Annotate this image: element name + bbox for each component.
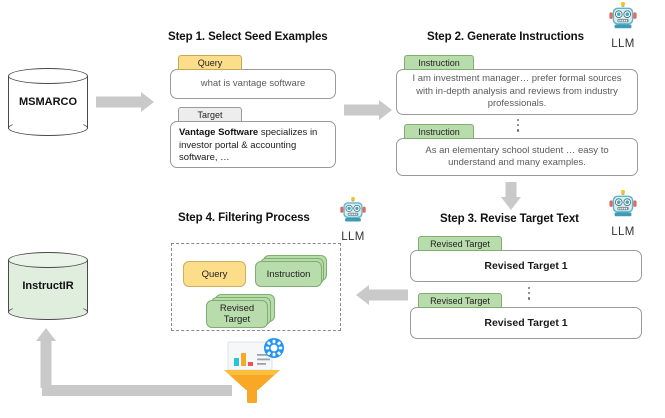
llm-badge-step3: LLM: [600, 189, 646, 238]
cylinder-top: [8, 252, 88, 268]
step1-target-tab: Target: [178, 107, 242, 122]
arrow-filter-to-instructir-head: [33, 328, 59, 388]
step4-card-instruction-stack[interactable]: Instruction: [255, 255, 331, 289]
llm-label-step3: LLM: [611, 226, 635, 238]
arrow-step3-to-step4: [356, 285, 408, 305]
funnel-filter-icon: [216, 338, 288, 404]
llm-badge-step4: LLM: [330, 196, 376, 243]
step1-target-rest: specializes in investor portal & account…: [179, 127, 318, 163]
step1-title: Step 1. Select Seed Examples: [168, 31, 328, 43]
step4-card-query[interactable]: Query: [183, 261, 246, 287]
step1-target-body: Vantage Software specializes in investor…: [170, 121, 336, 168]
step1-query-tab: Query: [178, 55, 242, 70]
step1-query-body: what is vantage software: [170, 69, 336, 99]
arrow-msmarco-to-step1: [96, 92, 154, 112]
cylinder-bottom: [8, 304, 88, 320]
database-msmarco-label: MSMARCO: [18, 96, 78, 108]
database-instructir: InstructIR: [8, 252, 88, 320]
robot-icon: [609, 189, 637, 217]
step2-ellipsis: [516, 116, 520, 135]
arrow-step1-to-step2: [344, 100, 392, 120]
arrow-step2-to-step3: [498, 182, 524, 210]
step3-revised-tab-1: Revised Target: [418, 236, 502, 251]
step2-instruction-body-2: As an elementary school student … easy t…: [396, 138, 638, 176]
cylinder-bottom: [8, 120, 88, 136]
robot-icon: [609, 1, 637, 29]
database-msmarco: MSMARCO: [8, 68, 88, 136]
arrow-filter-to-instructir-shaft: [42, 385, 232, 396]
step3-revised-body-2: Revised Target 1: [410, 307, 642, 339]
step2-instruction-body-1: I am investment manager… prefer formal s…: [396, 69, 638, 115]
cylinder-top: [8, 68, 88, 84]
step3-title: Step 3. Revise Target Text: [440, 213, 579, 225]
llm-label-step2: LLM: [611, 38, 635, 50]
step4-card-instruction-front[interactable]: Instruction: [255, 261, 322, 287]
step3-revised-tab-2: Revised Target: [418, 293, 502, 308]
step2-instruction-tab-1: Instruction: [404, 55, 474, 70]
robot-icon: [340, 196, 366, 222]
step1-target-bold: Vantage Software: [179, 127, 259, 138]
database-instructir-label: InstructIR: [22, 280, 74, 292]
llm-label-step4: LLM: [341, 231, 365, 243]
step4-card-revised-target-front[interactable]: Revised Target: [206, 300, 268, 328]
step4-card-revised-target-stack[interactable]: Revised Target: [206, 294, 286, 330]
step3-ellipsis: [527, 284, 531, 303]
step2-instruction-tab-2: Instruction: [404, 124, 474, 139]
llm-badge-step2: LLM: [600, 1, 646, 50]
step4-title: Step 4. Filtering Process: [178, 212, 310, 224]
step3-revised-body-1: Revised Target 1: [410, 250, 642, 282]
step2-title: Step 2. Generate Instructions: [427, 31, 584, 43]
